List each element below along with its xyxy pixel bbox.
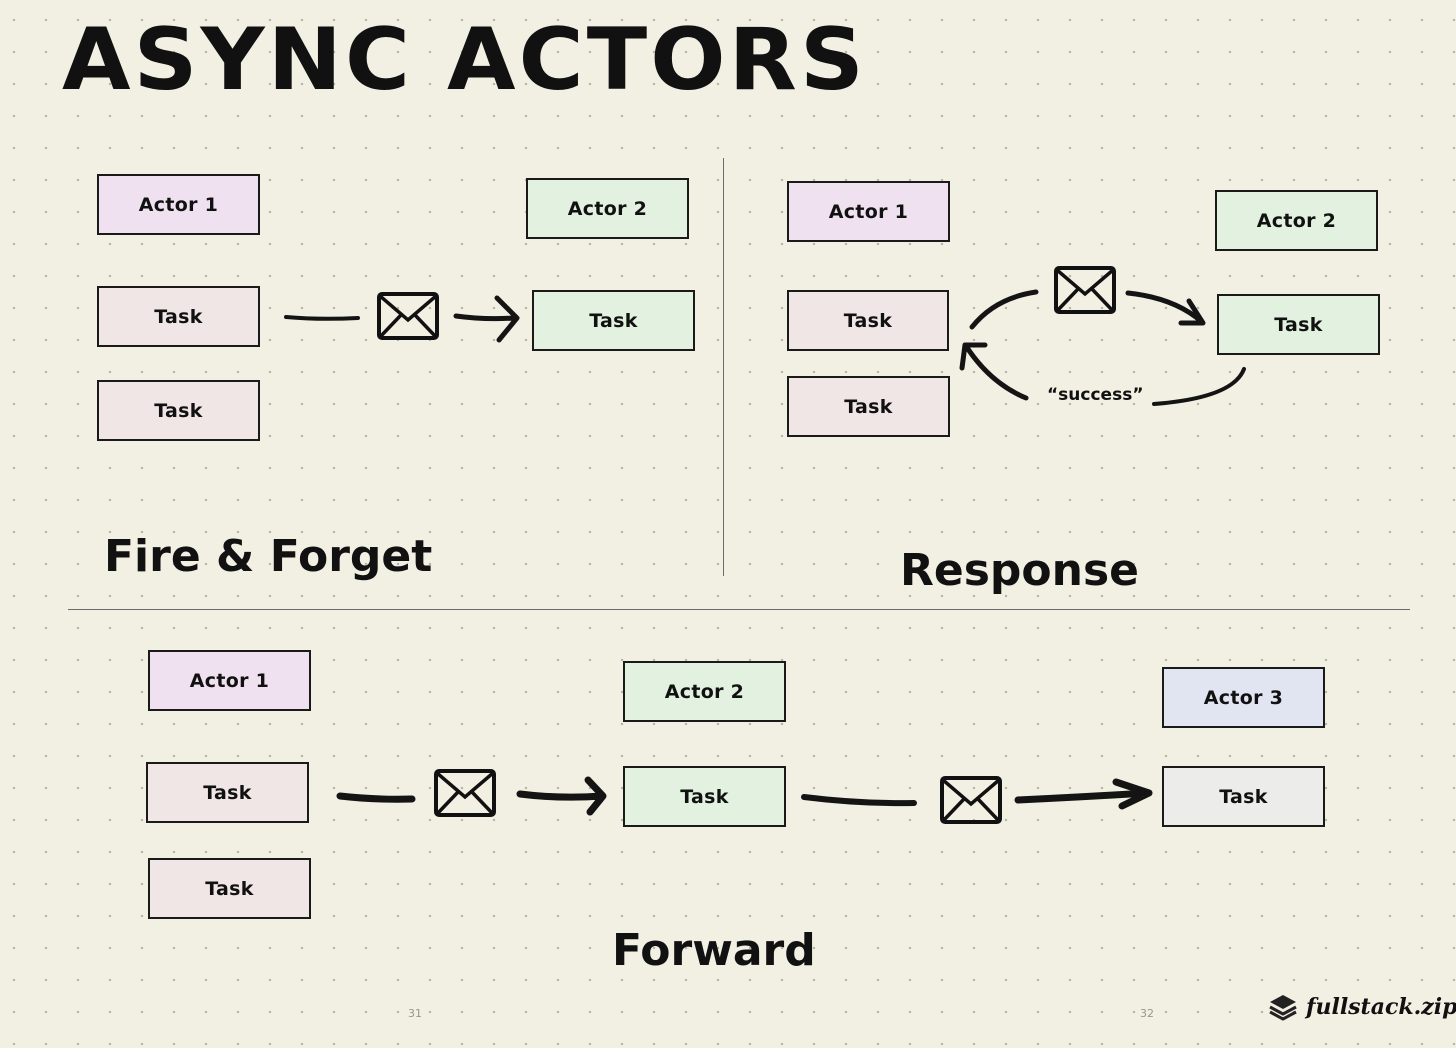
fw-actor1-box: Actor 1: [148, 650, 311, 711]
response-label: Response: [900, 545, 1139, 596]
fw-arrow-2: [1014, 778, 1153, 810]
brand-logo: fullstack.zip: [1268, 992, 1456, 1022]
vertical-divider: [723, 158, 724, 576]
envelope-icon: [377, 292, 439, 340]
ff-task2-box: Task: [97, 380, 260, 441]
resp-to-actor2-arrow: [1125, 290, 1206, 326]
fw-actor2-task-box: Task: [623, 766, 786, 827]
ff-task1-box: Task: [97, 286, 260, 347]
fire-forget-label: Fire & Forget: [104, 531, 433, 582]
envelope-icon: [434, 769, 496, 817]
resp-actor1-box: Actor 1: [787, 181, 950, 242]
resp-actor2-box: Actor 2: [1215, 190, 1378, 251]
envelope-icon: [940, 776, 1002, 824]
resp-out-curve: [969, 289, 1039, 330]
ff-line: [284, 315, 360, 321]
forward-label: Forward: [612, 925, 816, 976]
success-reply-label: “success”: [1047, 385, 1144, 405]
resp-task2-box: Task: [787, 376, 950, 437]
fw-task1-box: Task: [146, 762, 309, 823]
page-number-left: 31: [408, 1007, 422, 1020]
fw-task2-box: Task: [148, 858, 311, 919]
resp-return-arrow: [959, 342, 1029, 401]
ff-actor2-task-box: Task: [532, 290, 695, 351]
fw-actor2-box: Actor 2: [623, 661, 786, 722]
fw-actor3-box: Actor 3: [1162, 667, 1325, 728]
brand-name: fullstack.zip: [1306, 994, 1456, 1020]
fw-line-2: [801, 794, 917, 807]
horizontal-divider: [68, 609, 1410, 610]
page-number-right: 32: [1140, 1007, 1154, 1020]
fw-arrow-1: [516, 776, 607, 816]
ff-arrow: [453, 295, 520, 343]
fw-line-1: [336, 792, 416, 803]
envelope-icon: [1054, 266, 1116, 314]
stack-logo-icon: [1269, 995, 1297, 1021]
resp-task1-box: Task: [787, 290, 949, 351]
ff-actor2-box: Actor 2: [526, 178, 689, 239]
page-title: ASYNC ACTORS: [62, 10, 867, 110]
resp-actor2-task-box: Task: [1217, 294, 1380, 355]
ff-actor1-box: Actor 1: [97, 174, 260, 235]
fw-actor3-task-box: Task: [1162, 766, 1325, 827]
resp-return-curve: [1152, 367, 1246, 406]
